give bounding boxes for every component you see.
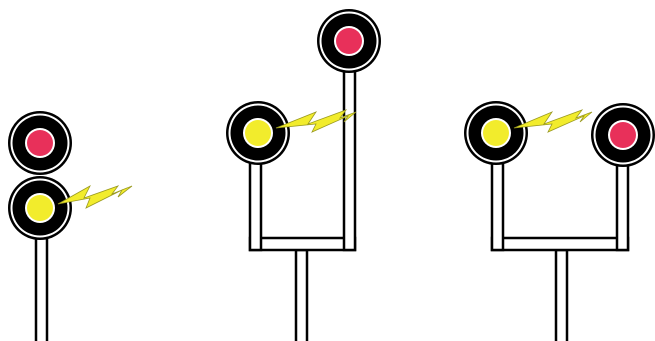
bracket-arm-left: [490, 158, 505, 252]
bracket-arm-right: [615, 158, 630, 252]
signal-head-yellow-lit: [8, 176, 72, 240]
signal-head-yellow-lit: [226, 101, 290, 165]
bracket-crossbar: [248, 236, 357, 252]
signal-head-red-unlit: [591, 103, 655, 167]
bracket-arm-right: [342, 66, 357, 252]
signal-post: [554, 248, 569, 341]
bracket-signal-high-right: [226, 9, 381, 341]
bracket-signal-level: [464, 101, 655, 341]
signal-head-yellow-lit: [464, 101, 528, 165]
lamp-yellow: [245, 120, 271, 146]
lamp-yellow: [27, 195, 53, 221]
signal-head-red-unlit: [317, 9, 381, 73]
lamp-red: [610, 122, 636, 148]
signal-head-red-unlit: [8, 111, 72, 175]
bracket-crossbar: [490, 236, 630, 252]
lamp-yellow: [483, 120, 509, 146]
flash-icon: [57, 185, 133, 209]
flash-icon: [513, 109, 593, 133]
lamp-red: [336, 28, 362, 54]
lamp-red: [27, 130, 53, 156]
signal-post: [34, 234, 49, 341]
stacked-signal: [8, 111, 133, 341]
bracket-arm-left: [248, 158, 263, 252]
signal-post: [294, 248, 309, 341]
flash-icon: [275, 109, 357, 133]
